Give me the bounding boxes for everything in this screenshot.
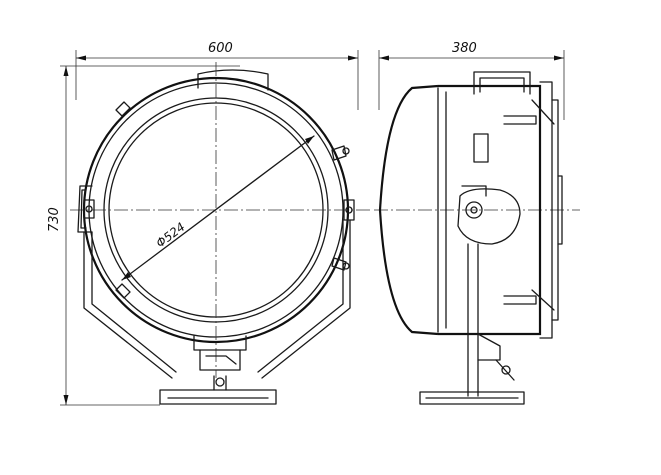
- yoke: [83, 219, 351, 379]
- left-handle: [77, 185, 95, 233]
- side-view: 380: [374, 41, 580, 405]
- height-dimension-label: 730: [47, 207, 62, 232]
- side-base: [419, 391, 525, 405]
- side-body: [438, 84, 542, 336]
- depth-dimension-label: 380: [452, 41, 477, 56]
- width-dimension-label: 600: [208, 41, 233, 56]
- side-clamps: [503, 99, 555, 311]
- rear-dome: [378, 84, 439, 336]
- top-handle: [473, 71, 531, 95]
- base-plate: [159, 389, 277, 405]
- dimension-width: 600: [75, 41, 359, 110]
- bottom-mechanism: [193, 335, 247, 391]
- front-bezel: [539, 81, 563, 339]
- side-stand: [467, 243, 515, 397]
- dimension-depth: 380: [378, 41, 565, 120]
- right-trunnion: [343, 199, 355, 221]
- front-view: 600 730 Φ524: [47, 41, 370, 406]
- side-trunnion: [457, 185, 521, 245]
- top-cap: [197, 69, 269, 91]
- rim-clamps: [115, 101, 350, 299]
- dimension-height: 730: [47, 65, 240, 406]
- side-window: [473, 133, 489, 163]
